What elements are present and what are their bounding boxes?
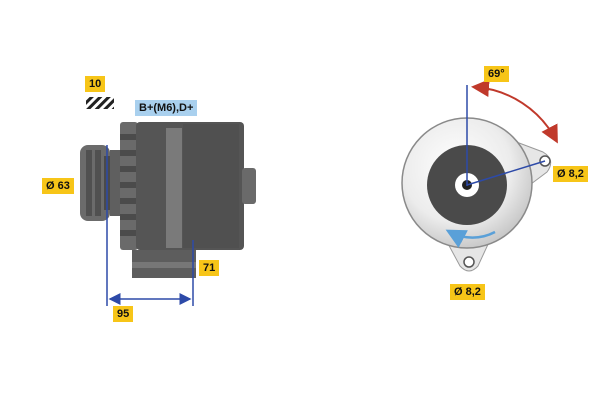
side-view [80,97,256,306]
terminal-label: B+(M6),D+ [135,100,198,116]
main-body [132,122,256,278]
overall-length-label: 95 [113,306,134,322]
front-view [401,79,558,272]
angle-label: 69° [484,66,509,82]
hatch-pattern-icon [86,97,114,109]
lower-hole-diameter-label: Ø 8,2 [450,284,485,300]
rotation-arrow-icon [445,229,496,248]
pulley [80,145,122,221]
bolt-count-label: 10 [85,76,106,92]
angle-arc-icon [471,79,558,144]
upper-hole-diameter-label: Ø 8,2 [553,166,588,182]
pulley-diameter-label: Ø 63 [42,178,74,194]
mount-depth-label: 71 [199,260,220,276]
front-housing [120,122,138,250]
